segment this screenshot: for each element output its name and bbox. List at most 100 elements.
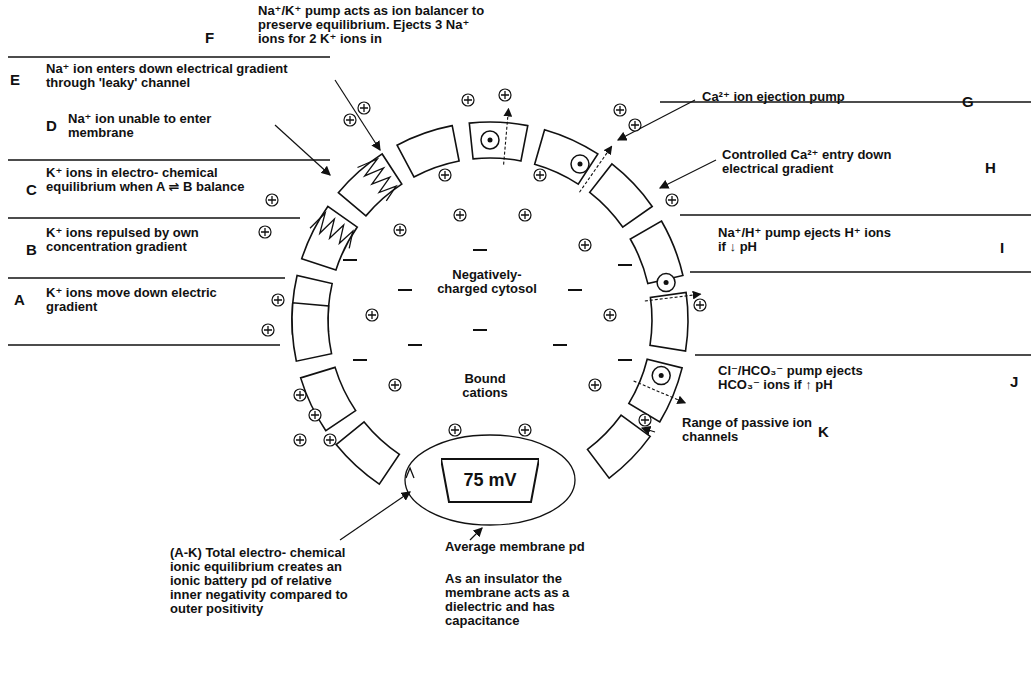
pump-symbol [481, 131, 499, 149]
plus-mark [521, 211, 529, 219]
callout-text: As an insulator the membrane acts as a d… [445, 572, 625, 628]
callout-text: K⁺ ions repulsed by own concentration gr… [46, 226, 251, 254]
minus-mark [553, 344, 567, 346]
minus-mark [353, 359, 367, 361]
plus-mark [264, 326, 272, 334]
voltage-value: 75 mV [441, 458, 539, 503]
plus-mark [311, 411, 319, 419]
minus-mark [398, 289, 412, 291]
pump-symbol [657, 274, 675, 292]
plus-mark [521, 426, 529, 434]
cation-symbol [604, 309, 616, 321]
callout-letter: I [1000, 240, 1016, 256]
callout-letter: B [26, 242, 42, 258]
membrane-segment [650, 292, 688, 351]
minus-mark [473, 249, 487, 251]
callout-text: Controlled Ca²⁺ entry down electrical gr… [722, 148, 932, 176]
plus-mark [326, 436, 334, 444]
membrane-segment [338, 154, 401, 216]
cation-symbol [462, 94, 474, 106]
plus-mark [501, 91, 509, 99]
cation-symbol [358, 102, 370, 114]
membrane-segment [301, 367, 356, 430]
pump-symbol [571, 155, 589, 173]
callout-text: K⁺ ions in electro- chemical equilibrium… [46, 166, 251, 194]
callout-text: Cl⁻/HCO₃⁻ pump ejects HCO₃⁻ ions if ↑ pH [718, 364, 908, 392]
plus-mark [696, 301, 704, 309]
cation-symbol [294, 389, 306, 401]
cation-symbol [499, 89, 511, 101]
cation-symbol [449, 424, 461, 436]
plus-mark [591, 381, 599, 389]
cation-symbol [294, 434, 306, 446]
cation-symbol [389, 379, 401, 391]
cation-symbol [579, 239, 591, 251]
plus-mark [268, 196, 276, 204]
plus-mark [616, 106, 624, 114]
callout-letter: D [46, 118, 62, 134]
ion-flow-arrow [645, 294, 701, 301]
circuit-loop [405, 435, 575, 525]
plus-mark [581, 241, 589, 249]
membrane-pd-box: 75 mV [441, 458, 539, 503]
cation-symbol [262, 324, 274, 336]
cation-symbol [324, 434, 336, 446]
cation-symbol [394, 224, 406, 236]
ion-flow-arrow [504, 109, 509, 165]
plus-mark [391, 381, 399, 389]
plus-mark [641, 416, 649, 424]
minus-mark [408, 344, 422, 346]
membrane-segment [629, 359, 682, 422]
membrane-segment [469, 122, 527, 161]
minus-mark [343, 259, 357, 261]
callout-text: K⁺ ions move down electric gradient [46, 286, 241, 314]
membrane-segment [336, 422, 399, 484]
callout-letter: F [205, 30, 219, 46]
pump-core [488, 138, 493, 143]
leaky-channel-line [358, 159, 397, 201]
divider-lines [8, 57, 1031, 355]
plus-mark [631, 121, 639, 129]
cation-symbol [366, 309, 378, 321]
plus-mark [456, 211, 464, 219]
loop-arrow [406, 468, 414, 478]
plus-mark [536, 171, 544, 179]
leaky-channel-line [310, 213, 353, 248]
plus-mark [360, 104, 368, 112]
plus-mark [368, 311, 376, 319]
plus-mark [451, 426, 459, 434]
membrane-segment [630, 221, 683, 284]
callout-text: Na⁺ ion enters down electrical gradient … [46, 62, 331, 90]
cation-symbol [266, 194, 278, 206]
callout-letter: J [1010, 374, 1026, 390]
membrane-segment [397, 126, 459, 177]
cation-symbol [589, 379, 601, 391]
cation-symbol [639, 414, 651, 426]
cation-symbol [629, 119, 641, 131]
callout-text: Na⁺/H⁺ pump ejects H⁺ ions if ↓ pH [718, 226, 898, 254]
minus-mark [473, 329, 487, 331]
minus-mark [568, 289, 582, 291]
plus-mark [274, 296, 282, 304]
pump-core [578, 162, 583, 167]
callout-letter: G [962, 94, 980, 110]
cation-symbol [534, 169, 546, 181]
callout-text: Average membrane pd [445, 540, 595, 554]
minus-mark [618, 264, 632, 266]
pump-core [659, 373, 664, 378]
plus-mark [441, 171, 449, 179]
plus-mark [396, 226, 404, 234]
membrane-ring [292, 109, 700, 484]
callout-text: Negatively- charged cytosol [432, 268, 542, 296]
cation-symbol [694, 299, 706, 311]
plus-mark [606, 311, 614, 319]
callout-letter: H [985, 160, 1003, 176]
plus-mark [668, 196, 676, 204]
cation-symbol [344, 114, 356, 126]
plus-mark [296, 436, 304, 444]
cation-symbol [439, 169, 451, 181]
callout-text: (A-K) Total electro- chemical ionic equi… [170, 546, 360, 616]
cation-symbol [454, 209, 466, 221]
minus-mark [618, 359, 632, 361]
membrane-segment [302, 206, 358, 270]
